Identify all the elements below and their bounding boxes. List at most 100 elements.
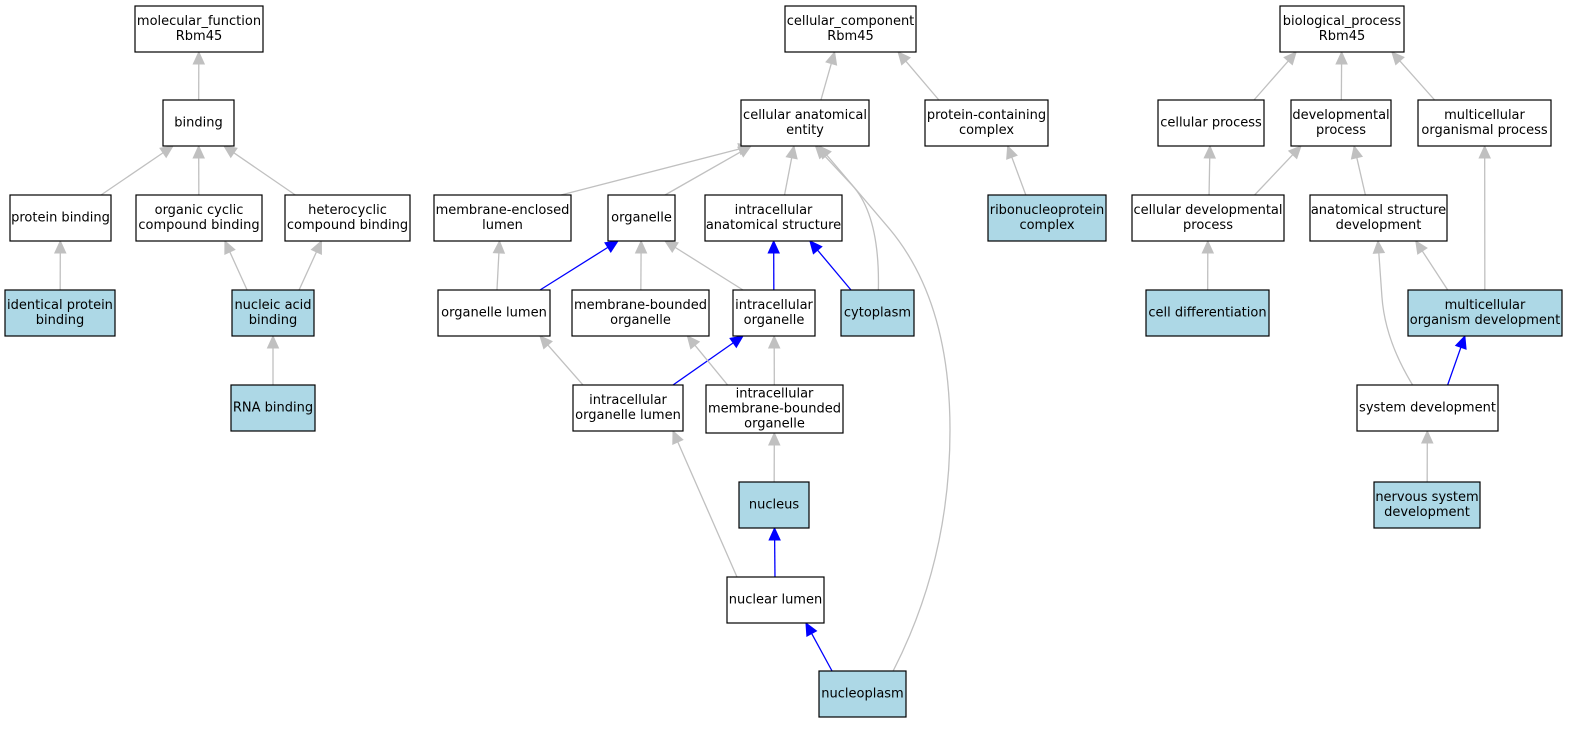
arrowhead-icon xyxy=(825,50,838,66)
go-term-node-protein-binding[interactable]: protein binding xyxy=(9,194,112,242)
go-term-node-binding[interactable]: binding xyxy=(162,99,235,147)
arrowhead-icon xyxy=(54,239,67,254)
node-label: entity xyxy=(786,123,824,138)
node-box xyxy=(1290,99,1392,147)
node-label: membrane-enclosed xyxy=(436,203,570,218)
edge-line xyxy=(229,251,248,291)
edge-line xyxy=(1378,252,1414,386)
arrowhead-icon xyxy=(1478,144,1491,159)
go-term-node-cell-diff[interactable]: cell differentiation xyxy=(1145,289,1270,337)
node-label: intracellular xyxy=(735,203,813,218)
node-box xyxy=(433,194,572,242)
edge-line xyxy=(560,148,740,196)
edge-organelle-to-cae xyxy=(664,145,753,196)
node-label: anatomical structure xyxy=(1311,203,1446,218)
node-box xyxy=(1279,5,1405,53)
go-term-node-cell-proc[interactable]: cellular process xyxy=(1157,99,1265,147)
node-box xyxy=(135,194,263,242)
node-box xyxy=(1157,99,1265,147)
node-label: organismal process xyxy=(1421,123,1547,138)
arrowhead-icon xyxy=(768,526,781,541)
edge-org-lumen-to-organelle xyxy=(539,240,620,291)
arrowhead-icon xyxy=(805,621,818,637)
edge-line xyxy=(817,249,852,291)
arrowhead-icon xyxy=(818,145,832,160)
go-term-node-sys-dev[interactable]: system development xyxy=(1356,384,1499,432)
edge-line xyxy=(811,633,833,672)
edge-line xyxy=(1253,60,1289,101)
edge-cytoplasm-to-ias xyxy=(809,240,852,291)
edge-heterocyclic-to-binding xyxy=(223,145,296,196)
node-box xyxy=(924,99,1049,147)
edge-line xyxy=(100,152,164,196)
edge-identical-protein-to-protein-binding xyxy=(54,239,67,291)
node-label: heterocyclic xyxy=(308,203,387,218)
edge-line xyxy=(1399,60,1436,101)
edge-line xyxy=(1421,250,1449,291)
go-term-node-nucleus[interactable]: nucleus xyxy=(738,481,810,529)
edge-rnp-to-pcc xyxy=(1006,144,1027,196)
node-label: organelle xyxy=(744,417,805,432)
node-label: lumen xyxy=(482,218,523,233)
edge-binding-to-mf-root xyxy=(192,50,206,101)
node-label: protein binding xyxy=(11,211,110,226)
arrowhead-icon xyxy=(1287,145,1302,160)
node-box xyxy=(726,576,825,624)
edge-nuc-lumen-to-nucleus xyxy=(768,526,781,578)
go-term-node-organelle[interactable]: organelle xyxy=(607,194,676,242)
edge-line xyxy=(1254,154,1294,196)
arrowhead-icon xyxy=(266,334,280,349)
edge-line xyxy=(547,344,584,386)
go-term-node-nucleoplasm[interactable]: nucleoplasm xyxy=(818,670,907,718)
node-label: organelle lumen xyxy=(575,408,681,423)
go-term-node-org-lumen[interactable]: organelle lumen xyxy=(437,289,551,337)
edge-sys-dev-to-asd xyxy=(1372,239,1414,386)
edges-layer xyxy=(54,50,1491,672)
go-term-node-nuc-lumen[interactable]: nuclear lumen xyxy=(726,576,825,624)
edge-io-to-organelle xyxy=(663,240,744,291)
node-label: development xyxy=(1384,505,1470,520)
edge-nuc-lumen-to-iol xyxy=(672,429,738,578)
arrowhead-icon xyxy=(192,50,206,65)
edge-org-lumen-to-mel xyxy=(492,239,506,291)
arrowhead-icon xyxy=(1335,50,1348,65)
node-box xyxy=(607,194,676,242)
arrowhead-icon xyxy=(785,144,798,160)
node-label: cellular anatomical xyxy=(743,108,867,123)
node-box xyxy=(1131,194,1285,242)
edge-line xyxy=(539,246,609,291)
go-term-node-cytoplasm[interactable]: cytoplasm xyxy=(840,289,915,337)
node-box xyxy=(732,289,816,337)
edge-imbo-to-io xyxy=(767,334,781,386)
node-box xyxy=(1145,289,1270,337)
go-term-node-rna-binding[interactable]: RNA binding xyxy=(230,384,316,432)
node-label: nuclear lumen xyxy=(729,593,822,608)
node-label: process xyxy=(1316,123,1366,138)
node-label: system development xyxy=(1359,401,1496,416)
arrowhead-icon xyxy=(310,239,322,255)
edge-organic-cyclic-to-binding xyxy=(192,144,205,196)
